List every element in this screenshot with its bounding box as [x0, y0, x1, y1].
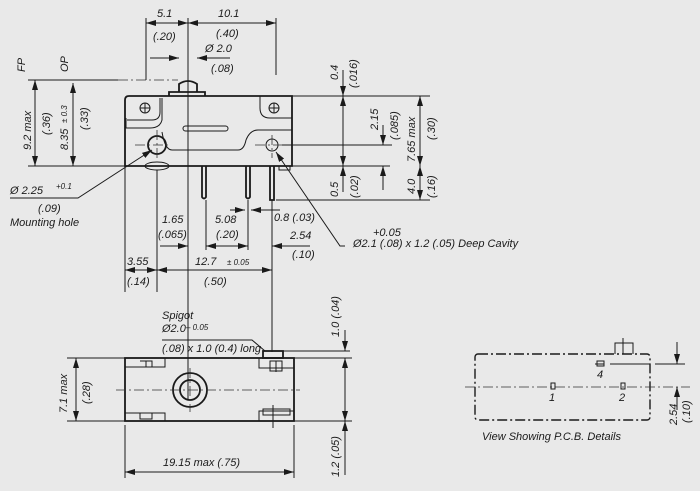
dimension-lines	[10, 20, 423, 273]
dim-dia-2-in: (.08)	[211, 63, 234, 75]
dim-1-65: 1.65	[162, 214, 184, 226]
dim-4-0: 4.0	[406, 178, 418, 194]
top-view: Spigot Ø2.0 – 0.05 (.08) x 1.0 (0.4) lon…	[58, 296, 352, 478]
dim-8-35-tol: ± 0.3	[60, 105, 69, 123]
pad-1	[550, 382, 556, 390]
pin-4-label: 4	[597, 369, 603, 381]
side-view	[118, 79, 293, 201]
side-view-labels: FP OP 5.1 (.20) 10.1 (.40) Ø 2.0 (.08) 9…	[9, 8, 520, 288]
dim-7-1-in: (.28)	[81, 381, 93, 404]
dim-0-8: 0.8 (.03)	[274, 212, 315, 224]
dim-12-7-in: (.50)	[204, 276, 227, 288]
mount-hole-tol: +0.1	[56, 182, 72, 191]
dim-5-1: 5.1	[157, 8, 172, 20]
spigot	[262, 350, 284, 359]
mounting-holes	[135, 102, 288, 160]
dim-2-54: 2.54	[289, 230, 311, 242]
dim-5-08-in: (.20)	[216, 229, 239, 241]
dim-10-1: 10.1	[218, 8, 239, 20]
dim-0-5: 0.5	[329, 181, 341, 197]
spigot-dia: Ø2.0	[161, 323, 187, 335]
spigot-label: Spigot	[162, 310, 194, 322]
cavity-tol: +0.05	[373, 227, 402, 239]
dim-8-35: 8.35	[59, 128, 71, 150]
dim-2-15-in: (.085)	[389, 111, 401, 140]
dim-dia-2: Ø 2.0	[204, 43, 233, 55]
cavity-label: Ø2.1 (.08) x 1.2 (.05) Deep Cavity	[352, 238, 520, 250]
spigot-length: (.08) x 1.0 (0.4) long	[162, 343, 262, 355]
dim-3-55-in: (.14)	[127, 276, 150, 288]
pin-2-label: 2	[618, 392, 625, 404]
mount-hole-label: Mounting hole	[10, 217, 79, 229]
dim-5-1-in: (.20)	[153, 31, 176, 43]
pcb-dim-2-54: 2.54	[668, 404, 680, 426]
dim-7-1: 7.1 max	[58, 373, 70, 413]
dim-5-08: 5.08	[215, 214, 237, 226]
pad-4	[596, 360, 605, 367]
mount-hole-in: (.09)	[38, 203, 61, 215]
actuator-plunger	[168, 80, 206, 96]
pcb-dim-2-54-in: (.10)	[681, 400, 693, 423]
terminal-pins	[201, 166, 275, 201]
dim-7-65: 7.65 max	[406, 116, 418, 162]
dim-7-65-in: (.30)	[426, 117, 438, 140]
label-fp: FP	[16, 57, 28, 72]
dim-10-1-in: (.40)	[216, 28, 239, 40]
pcb-view: 4 1 2 2.54 (.10) View Showing P.C.B. Det…	[465, 338, 693, 443]
label-op: OP	[59, 55, 71, 72]
mount-hole-dia: Ø 2.25	[9, 185, 44, 197]
dim-1-2: 1.2 (.05)	[330, 436, 342, 477]
dim-8-35-in: (.33)	[79, 107, 91, 130]
dim-2-15: 2.15	[369, 108, 381, 131]
dim-19-15: 19.15 max (.75)	[163, 457, 240, 469]
switch-body	[124, 95, 293, 167]
dim-1-65-in: (.065)	[158, 229, 187, 241]
dim-9-2-in: (.36)	[41, 112, 53, 135]
dim-1-0: 1.0 (.04)	[330, 296, 342, 337]
dim-0-5-in: (.02)	[349, 175, 361, 198]
dim-2-54-in: (.10)	[292, 249, 315, 261]
dim-9-2: 9.2 max	[22, 110, 34, 150]
spigot-tol: – 0.05	[185, 323, 209, 332]
slot	[182, 125, 229, 132]
dim-0-4-in: (.016)	[348, 59, 360, 88]
dim-12-7: 12.7	[195, 256, 217, 268]
dim-4-0-in: (.16)	[426, 175, 438, 198]
pad-2	[620, 382, 626, 390]
dim-12-7-tol: ± 0.05	[227, 258, 250, 267]
extension-lines	[28, 18, 430, 400]
dim-0-4: 0.4	[329, 65, 341, 80]
dim-3-55: 3.55	[127, 256, 149, 268]
pcb-caption: View Showing P.C.B. Details	[482, 431, 621, 443]
pin-1-label: 1	[549, 392, 555, 404]
switch-body-top	[124, 357, 295, 422]
